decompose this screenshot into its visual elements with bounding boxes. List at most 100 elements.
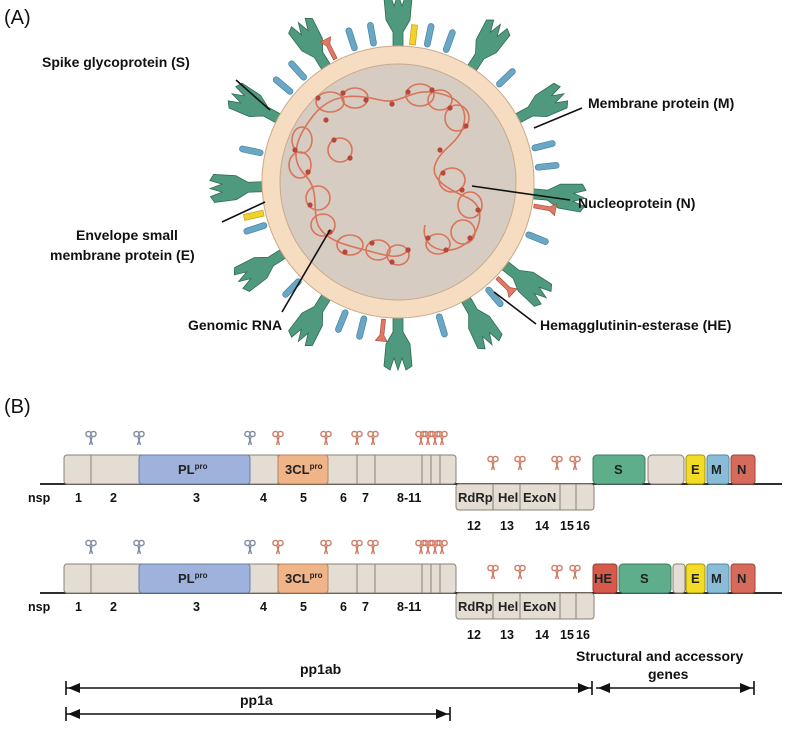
s-gene-box [618, 563, 672, 594]
cleavage-site-icon [367, 539, 379, 555]
s-gene-label: S [640, 571, 649, 586]
cleavage-site-icon [244, 539, 256, 555]
3clpro-label: 3CLpro [285, 462, 323, 477]
rdrp-label: RdRp [458, 599, 493, 614]
nsp-number: 4 [260, 600, 267, 614]
cleavage-site-icon [487, 564, 499, 580]
nsp-number: 15 [560, 628, 574, 642]
cleavage-site-icon [272, 430, 284, 446]
he-gene-label: HE [594, 571, 612, 586]
3clpro-label: 3CLpro [285, 571, 323, 586]
nsp-number: 3 [193, 600, 200, 614]
nsp-row-label: nsp [28, 600, 51, 614]
cleavage-site-icon [85, 539, 97, 555]
nucleoprotein-beads [292, 87, 481, 265]
nsp-number: 4 [260, 491, 267, 505]
nsp-number: 13 [500, 519, 514, 533]
m-gene-box [706, 454, 730, 485]
cleavage-site-icon [551, 564, 563, 580]
nsp-number: 1 [75, 600, 82, 614]
structural-genes-label-line1: Structural and accessory [576, 648, 744, 664]
nsp-number: 2 [110, 600, 117, 614]
s-gene-label: S [614, 462, 623, 477]
cleavage-site-icon [436, 539, 448, 555]
structural-genes-label-line2: genes [648, 666, 689, 682]
3clpro-domain [277, 454, 329, 485]
m-gene-label: M [711, 462, 722, 477]
exon-label: ExoN [523, 490, 556, 505]
exon-label: ExoN [523, 599, 556, 614]
accessory-gene-box [672, 563, 686, 594]
label-envelope-line1: Envelope small [76, 227, 178, 243]
panel-a-letter: (A) [4, 7, 31, 29]
panel-b-letter: (B) [4, 396, 31, 418]
genome-row-1: PLpro 3CLpro RdRp Hel ExoN S E M N [28, 430, 782, 533]
nsp-number: 14 [535, 519, 549, 533]
label-spike-glycoprotein: Spike glycoprotein (S) [42, 54, 190, 70]
cleavage-site-icon [487, 455, 499, 471]
nsp-number: 5 [300, 491, 307, 505]
cleavage-site-icon [429, 539, 441, 555]
e-gene-label: E [691, 462, 700, 477]
cleavage-site-icon [415, 430, 427, 446]
pp1a-label: pp1a [240, 692, 273, 708]
3clpro-domain [277, 563, 329, 594]
nsp-number: 5 [300, 600, 307, 614]
accessory-gene-box [647, 454, 685, 485]
cleavage-site-icon [436, 430, 448, 446]
nsp-number: 12 [467, 628, 481, 642]
pp1ab-label: pp1ab [300, 661, 341, 677]
cleavage-site-icon [422, 539, 434, 555]
spike-protein [209, 172, 263, 203]
cleavage-site-icon [415, 539, 427, 555]
m-gene-label: M [711, 571, 722, 586]
n-gene-label: N [737, 571, 746, 586]
nsp-number: 15 [560, 519, 574, 533]
cleavage-site-icon [133, 430, 145, 446]
nsp-number: 13 [500, 628, 514, 642]
m-gene-box [706, 563, 730, 594]
nsp-number: 16 [576, 519, 590, 533]
nsp-number: 14 [535, 628, 549, 642]
nsp-number: 6 [340, 600, 347, 614]
e-gene-label: E [691, 571, 700, 586]
span-arrows [65, 681, 755, 721]
e-gene-box [685, 563, 706, 594]
plpro-domain [138, 454, 251, 485]
plpro-domain [138, 563, 251, 594]
label-hemagglutinin-esterase: Hemagglutinin-esterase (HE) [540, 317, 731, 333]
leader-lines [221, 79, 583, 325]
cleavage-site-icon [429, 430, 441, 446]
label-nucleoprotein: Nucleoprotein (N) [578, 195, 695, 211]
genome-row-2: PLpro 3CLpro RdRp Hel ExoN HE S E M N [28, 539, 782, 642]
nsp-number: 16 [576, 628, 590, 642]
cleavage-site-icon [351, 539, 363, 555]
cleavage-site-icon [85, 430, 97, 446]
cleavage-site-icon [569, 455, 581, 471]
orf1a-box [63, 563, 457, 594]
spike-protein [383, 317, 413, 371]
nsp-number: 2 [110, 491, 117, 505]
cleavage-site-icon [422, 430, 434, 446]
cleavage-site-icon [367, 430, 379, 446]
cleavage-site-icon [551, 455, 563, 471]
nsp-number: 6 [340, 491, 347, 505]
he-gene-box [592, 563, 618, 594]
nsp-number: 8-11 [397, 491, 421, 505]
rdrp-label: RdRp [458, 490, 493, 505]
nsp-number: 1 [75, 491, 82, 505]
virion [209, 0, 587, 371]
nsp-number: 7 [362, 600, 369, 614]
genomic-rna [288, 83, 483, 266]
hel-label: Hel [498, 490, 518, 505]
plpro-label: PLpro [178, 462, 208, 477]
orf1a-box [63, 454, 457, 485]
spike-protein [383, 0, 413, 47]
cleavage-site-icon [320, 539, 332, 555]
nsp-number: 8-11 [397, 600, 421, 614]
nsp-number: 7 [362, 491, 369, 505]
cleavage-site-icon [514, 455, 526, 471]
cleavage-site-icon [133, 539, 145, 555]
cleavage-site-icon [244, 430, 256, 446]
